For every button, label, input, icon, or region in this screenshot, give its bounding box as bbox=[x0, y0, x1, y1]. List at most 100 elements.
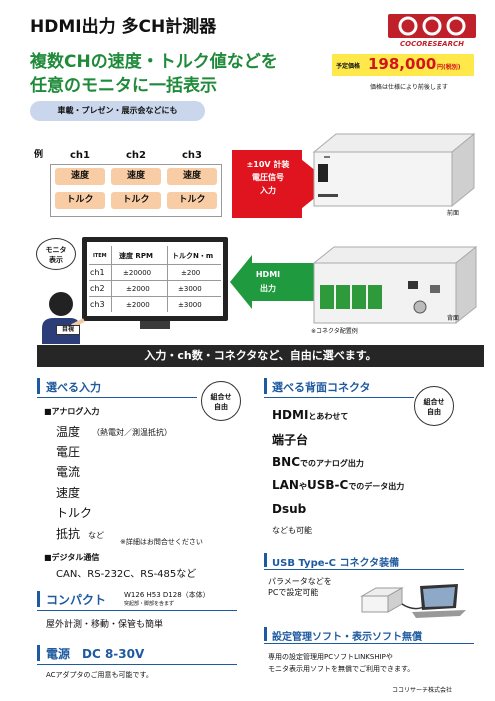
section-rule bbox=[264, 569, 464, 570]
section-rule bbox=[264, 397, 414, 398]
usage-badge: 車載・プレゼン・展示会などにも bbox=[30, 101, 205, 121]
channel-label: ch1 bbox=[69, 150, 90, 161]
usb-text: パラメータなどを PCで設定可能 bbox=[268, 576, 332, 598]
section-accent bbox=[37, 378, 40, 394]
monitor-screen: ITEM 速度 RPM トルクN・m ch1 ±20000 ±200 ch2 ±… bbox=[87, 242, 223, 316]
signal-arrow-icon bbox=[232, 150, 332, 218]
price-tag: 予定価格 198,000 円(税別) bbox=[332, 54, 474, 76]
temp-note: （熱電対／測温抵抗） bbox=[92, 428, 172, 437]
compact-size: W126 H53 D128（本体） bbox=[124, 591, 210, 599]
bubble-line-2: 表示 bbox=[49, 256, 63, 264]
monitor-table-header: ITEM bbox=[93, 253, 107, 259]
software-line-1: 専用の設定管理用PCソフトLINKSHIPや bbox=[268, 653, 393, 661]
section-accent bbox=[37, 591, 40, 607]
viewer-person-icon bbox=[38, 288, 86, 344]
company-logo: COCORESEARCH bbox=[380, 14, 480, 50]
signal-text: ±10V 計装 電圧信号 入力 bbox=[237, 158, 299, 197]
rear-item: BNCでのアナログ出力 bbox=[272, 455, 364, 469]
logo-text: COCORESEARCH bbox=[400, 40, 464, 48]
section-rule bbox=[37, 610, 237, 611]
rear-more: なども可能 bbox=[272, 526, 312, 535]
badge-line-2: 自由 bbox=[427, 408, 441, 416]
example-cell: トルク bbox=[55, 192, 105, 209]
page-title: HDMI出力 多CH計測器 bbox=[30, 17, 217, 37]
section-accent bbox=[37, 645, 40, 661]
monitor-row-label: ch2 bbox=[90, 284, 105, 293]
badge-line-1: 組合せ bbox=[210, 393, 232, 401]
hdmi-line-1: HDMI bbox=[255, 270, 281, 279]
rear-item: 端子台 bbox=[272, 433, 309, 447]
compact-size-note: 突起部・脚部を含まず bbox=[124, 601, 175, 607]
rear-item: Dsub bbox=[272, 502, 307, 516]
input-item: 電流 bbox=[56, 465, 81, 479]
digital-label: ■デジタル通信 bbox=[44, 553, 100, 562]
price-note: 価格は仕様により前後します bbox=[370, 84, 448, 91]
monitor-table-header: 速度 RPM bbox=[119, 252, 153, 260]
signal-line-1: ±10V 計装 bbox=[246, 160, 290, 169]
monitor-cell: ±3000 bbox=[178, 301, 202, 309]
headline: 複数CHの速度・トルク値などを 任意のモニタに一括表示 bbox=[30, 50, 278, 98]
usb-line-1: パラメータなどを bbox=[268, 577, 332, 586]
monitor-cell: ±2000 bbox=[126, 285, 150, 293]
signal-line-2: 電圧信号 bbox=[252, 173, 284, 182]
headline-line-1: 複数CHの速度・トルク値などを bbox=[30, 52, 278, 72]
monitor-row-label: ch1 bbox=[90, 268, 105, 277]
usb-line-2: PCで設定可能 bbox=[268, 588, 319, 597]
input-item: トルク bbox=[56, 506, 93, 520]
hdmi-line-2: 出力 bbox=[260, 284, 276, 293]
software-heading: 設定管理ソフト・表示ソフト無償 bbox=[272, 632, 422, 643]
input-item: 電圧 bbox=[56, 445, 81, 459]
price-value: 198,000 bbox=[368, 55, 437, 73]
rear-label: 背面 bbox=[447, 315, 460, 322]
example-cell: 速度 bbox=[111, 168, 161, 185]
section-accent bbox=[264, 553, 267, 567]
detail-note: ※詳細はお問合せください bbox=[120, 538, 203, 546]
usb-heading: USB Type-C コネクタ装備 bbox=[272, 558, 400, 569]
example-cell: 速度 bbox=[55, 168, 105, 185]
monitor-table-header: トルクN・m bbox=[172, 252, 214, 260]
signal-line-3: 入力 bbox=[260, 186, 276, 195]
combo-free-badge: 組合せ 自由 bbox=[201, 381, 241, 421]
power-note: ACアダプタのご用意も可能です。 bbox=[46, 671, 153, 679]
section-rule bbox=[264, 643, 474, 644]
section-accent bbox=[264, 378, 267, 394]
section-accent bbox=[264, 627, 267, 641]
viewer-badge: 目視 bbox=[56, 325, 80, 335]
rear-heading: 選べる背面コネクタ bbox=[272, 381, 371, 394]
software-line-2: モニタ表示用ソフトを無償でご利用できます。 bbox=[268, 665, 415, 673]
device-rear-image bbox=[310, 245, 478, 325]
compact-uses: 屋外計測・移動・保管も簡単 bbox=[46, 620, 164, 630]
combo-free-badge: 組合せ 自由 bbox=[414, 386, 454, 426]
connector-note: ※コネクタ配置例 bbox=[311, 328, 358, 335]
compact-heading: コンパクト bbox=[46, 593, 107, 607]
company-name: ココリサーチ株式会社 bbox=[392, 687, 453, 694]
monitor: ITEM 速度 RPM トルクN・m ch1 ±20000 ±200 ch2 ±… bbox=[82, 237, 228, 321]
monitor-cell: ±2000 bbox=[126, 301, 150, 309]
monitor-cell: ±3000 bbox=[178, 285, 202, 293]
channel-label: ch2 bbox=[125, 150, 146, 161]
pc-device-icon bbox=[356, 580, 466, 620]
badge-line-1: 組合せ bbox=[423, 398, 445, 406]
monitor-stand bbox=[140, 321, 170, 329]
price-label: 予定価格 bbox=[336, 63, 361, 70]
monitor-display-bubble: モニタ 表示 bbox=[36, 238, 76, 270]
power-heading: 電源 DC 8-30V bbox=[46, 647, 145, 661]
inputs-heading: 選べる入力 bbox=[46, 381, 101, 394]
input-item: 抵抗 bbox=[56, 527, 81, 541]
software-text: 専用の設定管理用PCソフトLINKSHIPや モニタ表示用ソフトを無償でご利用で… bbox=[268, 651, 414, 675]
headline-line-2: 任意のモニタに一括表示 bbox=[30, 76, 217, 96]
logo-mark-icon bbox=[388, 14, 476, 38]
digital-items: CAN、RS-232C、RS-485など bbox=[56, 569, 197, 580]
section-rule bbox=[37, 664, 237, 665]
resist-note: など bbox=[88, 531, 104, 540]
example-cell: トルク bbox=[111, 192, 161, 209]
hdmi-arrow-icon bbox=[230, 255, 315, 309]
rear-item: HDMIとあわせて bbox=[272, 408, 349, 422]
device-front-image bbox=[310, 130, 476, 208]
monitor-cell: ±20000 bbox=[123, 269, 152, 277]
analog-label: ■アナログ入力 bbox=[44, 407, 100, 416]
section-rule bbox=[37, 397, 197, 398]
input-item: 温度 bbox=[56, 425, 81, 439]
rear-item: LANやUSB-Cでのデータ出力 bbox=[272, 478, 405, 492]
hdmi-text: HDMI 出力 bbox=[246, 268, 290, 296]
